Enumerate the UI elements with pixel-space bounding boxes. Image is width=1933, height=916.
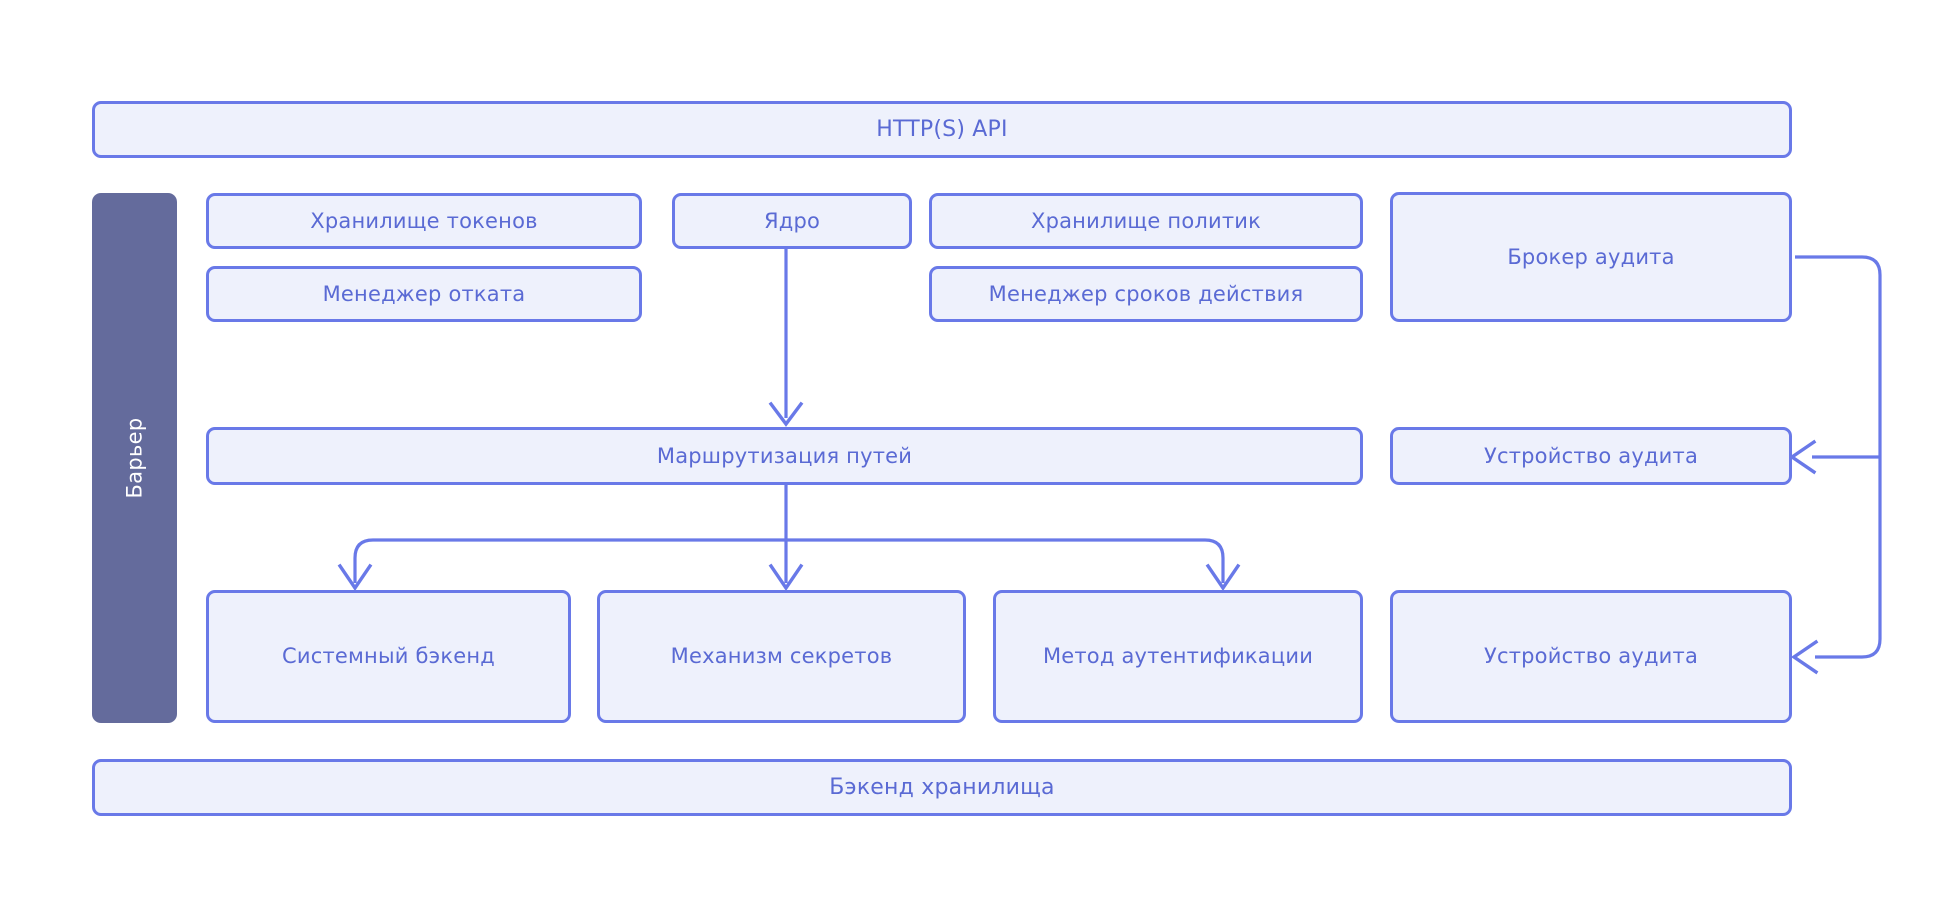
node-core[interactable]: Ядро: [672, 193, 912, 249]
node-policy-store-label: Хранилище политик: [1030, 208, 1262, 233]
http-api-bar[interactable]: HTTP(S) API: [92, 101, 1792, 158]
node-system-backend[interactable]: Системный бэкенд: [206, 590, 571, 723]
wire-audit-broker-bus: [1795, 255, 1882, 659]
node-path-routing[interactable]: Маршрутизация путей: [206, 427, 1363, 485]
arrowhead-core-to-routing: [768, 401, 804, 427]
node-audit-device-bottom-label: Устройство аудита: [1483, 644, 1699, 669]
node-auth-method-label: Метод аутентификации: [1042, 644, 1314, 669]
node-token-store-label: Хранилище токенов: [310, 208, 538, 233]
node-rollback-manager[interactable]: Менеджер отката: [206, 266, 642, 322]
http-api-label: HTTP(S) API: [876, 116, 1008, 142]
barrier-band: Барьер: [92, 193, 177, 723]
node-audit-device-middle-label: Устройство аудита: [1483, 443, 1699, 468]
node-system-backend-label: Системный бэкенд: [281, 644, 495, 669]
node-core-label: Ядро: [763, 208, 821, 233]
node-rollback-manager-label: Менеджер отката: [322, 281, 526, 306]
node-secrets-engine[interactable]: Механизм секретов: [597, 590, 966, 723]
arrowhead-routing-to-secrets: [768, 563, 804, 592]
node-expiry-manager[interactable]: Менеджер сроков действия: [929, 266, 1363, 322]
node-auth-method[interactable]: Метод аутентификации: [993, 590, 1363, 723]
node-expiry-manager-label: Менеджер сроков действия: [988, 281, 1304, 306]
barrier-label: Барьер: [122, 417, 147, 499]
node-path-routing-label: Маршрутизация путей: [656, 443, 913, 468]
arrowhead-bus-to-audit-device-middle: [1788, 439, 1817, 475]
node-policy-store[interactable]: Хранилище политик: [929, 193, 1363, 249]
node-audit-broker-label: Брокер аудита: [1507, 244, 1675, 269]
node-token-store[interactable]: Хранилище токенов: [206, 193, 642, 249]
node-audit-device-bottom[interactable]: Устройство аудита: [1390, 590, 1792, 723]
arrowhead-bus-to-audit-device-bottom: [1790, 639, 1819, 675]
node-secrets-engine-label: Механизм секретов: [670, 644, 893, 669]
storage-backend-label: Бэкенд хранилища: [829, 774, 1055, 800]
node-audit-device-middle[interactable]: Устройство аудита: [1390, 427, 1792, 485]
node-audit-broker[interactable]: Брокер аудита: [1390, 192, 1792, 322]
storage-backend-bar[interactable]: Бэкенд хранилища: [92, 759, 1792, 816]
wire-routing-branch-left: [353, 538, 786, 583]
arrowhead-routing-to-auth-method: [1205, 563, 1241, 592]
wire-routing-branch-right: [786, 538, 1225, 583]
arrowhead-routing-to-system-backend: [337, 563, 373, 592]
